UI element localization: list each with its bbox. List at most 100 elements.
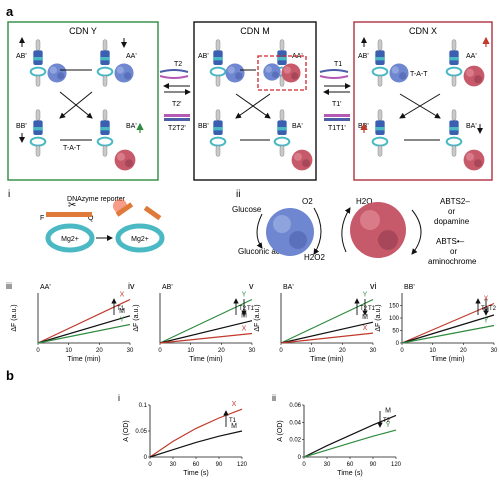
series-label-y: Y bbox=[363, 292, 368, 299]
cdn-y-frame bbox=[7, 21, 159, 181]
cdn-y-hrp-enzyme bbox=[114, 149, 136, 171]
cdn-m-hrp-enzyme-2 bbox=[291, 149, 313, 171]
x-axis-label: Time (min) bbox=[310, 356, 343, 363]
cdn-x-title: CDN X bbox=[409, 26, 437, 36]
x-tick-label: 20 bbox=[96, 348, 103, 354]
chart-title: BA' bbox=[283, 284, 294, 291]
reporter-strand bbox=[46, 212, 92, 217]
cdn-y-node-ba: BA' bbox=[126, 123, 137, 130]
cdn-m-title: CDN M bbox=[240, 26, 270, 36]
series-label-y: Y bbox=[242, 292, 247, 299]
chart-panel-label: iii bbox=[6, 281, 12, 291]
chart-title: AA' bbox=[40, 284, 51, 291]
trigger-arrow-label: T1 bbox=[368, 306, 376, 312]
series-line-y bbox=[37, 323, 131, 344]
cdn-x-frame bbox=[353, 21, 493, 181]
x-tick-label: 30 bbox=[324, 462, 331, 468]
x-tick-label: 10 bbox=[65, 348, 72, 354]
cdn-m-node-ba: BA' bbox=[292, 123, 303, 130]
dnazyme-reporter-title: DNAzyme reporter bbox=[67, 196, 126, 203]
chart-title: AB' bbox=[162, 284, 173, 291]
cdn-x-network: CDN X AB' AA' BB' BA' T-A-T bbox=[353, 21, 493, 181]
y-axis-label: A (OD) bbox=[123, 420, 130, 441]
chart-panel-label: v bbox=[249, 281, 254, 291]
cdn-y-hairpin-ab bbox=[29, 38, 47, 88]
trigger-arrow-label: T1 bbox=[229, 418, 237, 424]
gox-structure bbox=[266, 208, 314, 256]
series-line-m bbox=[37, 315, 131, 344]
cdn-x-node-ba: BA' bbox=[466, 123, 477, 130]
series-label-x: X bbox=[232, 401, 237, 408]
x-tick-label: 30 bbox=[249, 348, 256, 354]
series-line-m bbox=[149, 430, 243, 458]
series-line-x bbox=[280, 332, 374, 344]
cdn-m-hairpin-ab bbox=[209, 38, 227, 88]
chart-panel-label: i bbox=[118, 393, 120, 403]
cdn-x-hrp-enzyme bbox=[463, 65, 485, 87]
chart-panel-label: iv bbox=[128, 281, 135, 291]
x-tick-label: 60 bbox=[193, 462, 200, 468]
y-tick-label: 50 bbox=[392, 329, 399, 335]
cdn-y-gox-enzyme-2 bbox=[114, 63, 134, 83]
cdn-x-node-bb: BB' bbox=[358, 123, 369, 130]
scissors-icon: ✂ bbox=[68, 200, 76, 211]
abts-radical-label: ABTS•– bbox=[436, 237, 465, 246]
x-axis-label: Time (s) bbox=[337, 470, 362, 477]
x-tick-label: 10 bbox=[429, 348, 436, 354]
chart-title: BB' bbox=[404, 284, 415, 291]
y-tick-label: 100 bbox=[389, 316, 400, 322]
trigger-arrow-label: T1 bbox=[247, 306, 255, 312]
y-tick-label: 0.02 bbox=[289, 438, 301, 444]
trigger-arrow-label: T2 bbox=[383, 418, 391, 424]
mg-label-2: Mg2+ bbox=[131, 236, 149, 243]
cdn-x-gox-enzyme bbox=[389, 63, 409, 83]
y-axis-label: ΔF (a.u.) bbox=[375, 304, 382, 331]
series-label-x: X bbox=[363, 325, 368, 332]
series-line-x bbox=[401, 302, 495, 344]
or-label-1: or bbox=[448, 207, 455, 216]
h2o-label: H2O bbox=[356, 197, 372, 206]
trigger-arrow-label: T1 bbox=[481, 306, 489, 312]
panel-ii-cascade: ii Glucose O2 H2O Gluconic acid H2O2 ABT… bbox=[232, 189, 477, 266]
series-line-y bbox=[303, 429, 397, 458]
cdn-y-hairpin-aa bbox=[96, 38, 114, 88]
x-tick-label: 120 bbox=[237, 462, 248, 468]
h2o2-label: H2O2 bbox=[304, 253, 325, 262]
y-tick-label: 0.04 bbox=[289, 420, 301, 426]
abts-label: ABTS2– bbox=[440, 197, 470, 206]
x-tick-label: 20 bbox=[460, 348, 467, 354]
trigger-t2: T2 bbox=[174, 61, 182, 68]
transition-m-x: T1 T1' T1T1' bbox=[319, 61, 351, 132]
y-tick-label: 150 bbox=[389, 304, 400, 310]
panel-ii-label: ii bbox=[236, 189, 240, 200]
panel-a-label: a bbox=[6, 4, 14, 19]
gluconic-acid-label: Gluconic acid bbox=[238, 247, 286, 256]
series-label-x: X bbox=[120, 292, 125, 299]
dopamine-label: dopamine bbox=[434, 217, 470, 226]
series-line-y bbox=[401, 324, 495, 344]
x-tick-label: 30 bbox=[370, 348, 377, 354]
cdn-m-frame bbox=[193, 21, 317, 181]
y-tick-label: 0 bbox=[396, 341, 400, 347]
panel-b-label: b bbox=[6, 368, 14, 383]
mg-label: Mg2+ bbox=[61, 236, 79, 243]
x-axis-label: Time (s) bbox=[183, 470, 208, 477]
series-line-m bbox=[303, 414, 397, 458]
y-tick-label: 0.06 bbox=[289, 403, 301, 409]
aminochrome-label: aminochrome bbox=[428, 257, 477, 266]
x-tick-label: 60 bbox=[347, 462, 354, 468]
cdn-y-node-bb: BB' bbox=[16, 123, 27, 130]
cdn-y-title: CDN Y bbox=[69, 26, 97, 36]
series-line-x bbox=[149, 408, 243, 458]
trigger-arrow-label: T1 bbox=[117, 306, 125, 312]
series-label-m: M bbox=[362, 314, 368, 321]
series-line-y bbox=[159, 298, 253, 344]
y-tick-label: 0 bbox=[144, 455, 148, 461]
cdn-x-node-aa: AA' bbox=[466, 53, 477, 60]
y-tick-label: 0.05 bbox=[135, 429, 147, 435]
cdn-x-hairpin-ab bbox=[371, 38, 389, 88]
series-label-y: Y bbox=[386, 422, 391, 429]
